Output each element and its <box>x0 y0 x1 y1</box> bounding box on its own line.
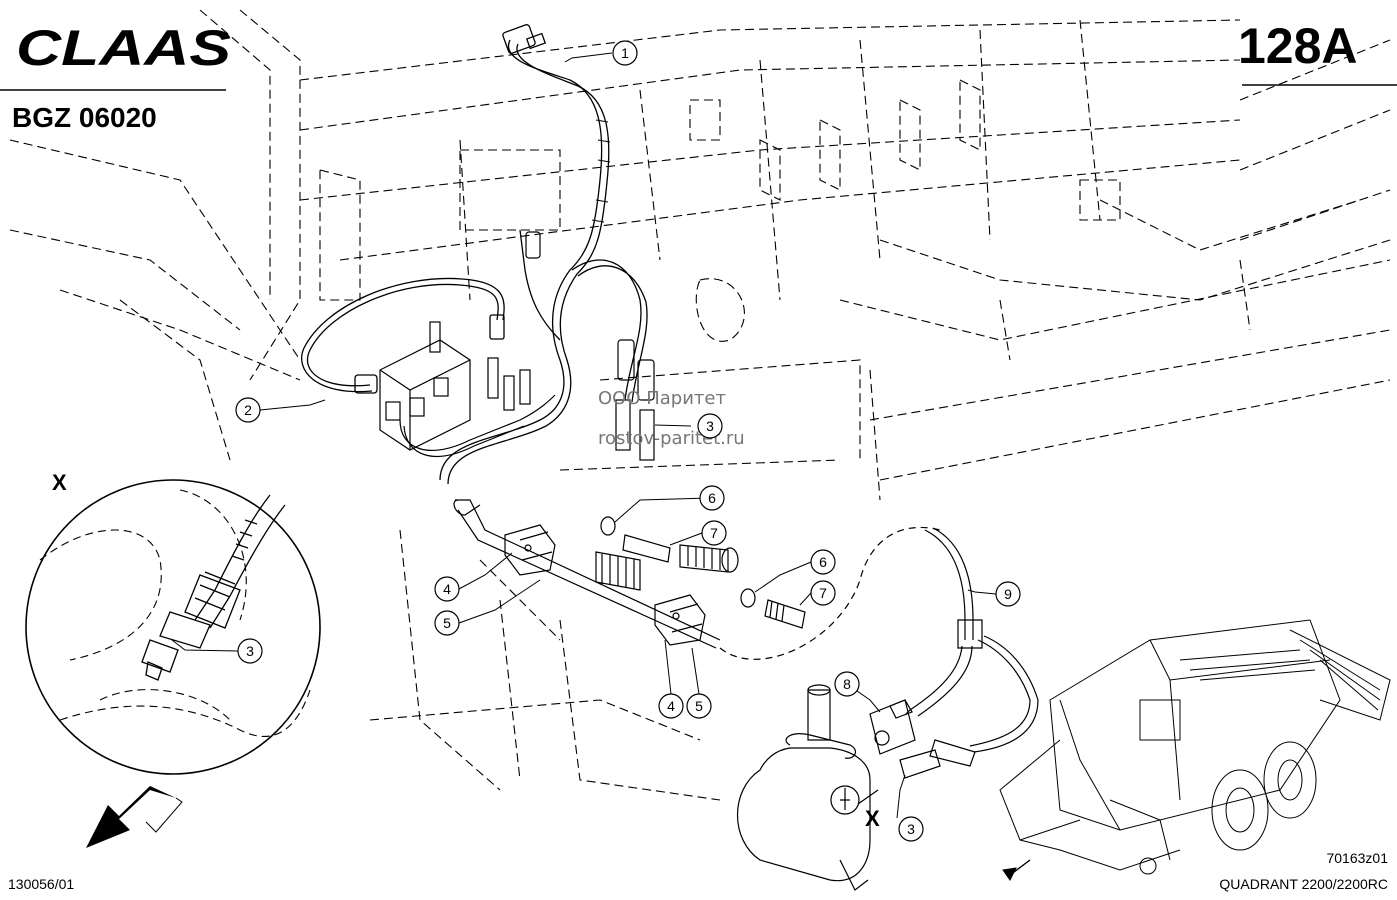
callout-bubble <box>699 485 725 511</box>
callout-7-lower: 7 <box>819 585 827 601</box>
callout-3-bottom: 3 <box>907 821 915 837</box>
callout-bubble <box>686 693 712 719</box>
group-code: BGZ 06020 <box>12 102 157 133</box>
callout-bubble <box>701 520 727 546</box>
callout-bubbles <box>235 40 1021 842</box>
callout-2: 2 <box>244 402 252 418</box>
detail-inset <box>25 479 321 775</box>
callout-bubble <box>898 816 924 842</box>
watermark-line-1: ООО Паритет <box>598 388 726 409</box>
callout-4-left: 4 <box>443 581 451 597</box>
page-code: 128A <box>1238 18 1358 74</box>
callout-bubble <box>434 610 460 636</box>
sensor-center <box>525 231 655 461</box>
watermark-line-2: rostov-paritet.ru <box>598 428 745 449</box>
cable-9-and-sensor-8 <box>719 526 1039 779</box>
header-block: CLAAS 128A BGZ 06020 <box>0 18 1397 133</box>
cable-loop-2 <box>301 277 505 394</box>
callout-bubble <box>995 581 1021 607</box>
callout-bubble <box>237 638 263 664</box>
callout-bubble <box>834 671 860 697</box>
callout-leaders <box>171 52 997 819</box>
callout-bubble <box>235 397 261 423</box>
gears-and-bolts <box>595 516 806 629</box>
callout-1: 1 <box>621 45 629 61</box>
detail-marker: X <box>52 470 67 495</box>
callout-6-lower: 6 <box>819 554 827 570</box>
valve-block-connectors <box>379 321 556 457</box>
callout-bubble <box>658 693 684 719</box>
callout-bubble <box>697 413 723 439</box>
callout-bubble <box>810 549 836 575</box>
callout-8: 8 <box>843 676 851 692</box>
sensor-rod-brackets <box>453 499 721 649</box>
callout-bubble <box>810 580 836 606</box>
detail-inset-marker: X <box>865 806 880 831</box>
baler-thumbnail <box>999 619 1391 881</box>
callout-5-right: 5 <box>695 698 703 714</box>
drawing-reference: 70163z01 <box>1326 850 1388 866</box>
machine-frame-background <box>9 9 1391 801</box>
callout-bubble <box>434 576 460 602</box>
direction-arrow-icon <box>86 786 183 848</box>
callout-bubble <box>612 40 638 66</box>
brand-logo: CLAAS <box>16 20 231 76</box>
callout-4-right: 4 <box>667 698 675 714</box>
detail-inset-circle <box>25 479 321 775</box>
callout-3-inset: 3 <box>246 643 254 659</box>
gearbox <box>736 684 871 891</box>
model-name: QUADRANT 2200/2200RC <box>1219 876 1388 892</box>
callout-7-upper: 7 <box>710 525 718 541</box>
callout-3-center: 3 <box>706 418 714 434</box>
callout-9: 9 <box>1004 586 1012 602</box>
callout-5-left: 5 <box>443 615 451 631</box>
callout-6-upper: 6 <box>708 490 716 506</box>
figure-number: 130056/01 <box>8 876 74 892</box>
callout-numbers: 1 2 3 3 3 4 5 4 5 6 7 6 7 8 9 <box>244 45 1012 837</box>
